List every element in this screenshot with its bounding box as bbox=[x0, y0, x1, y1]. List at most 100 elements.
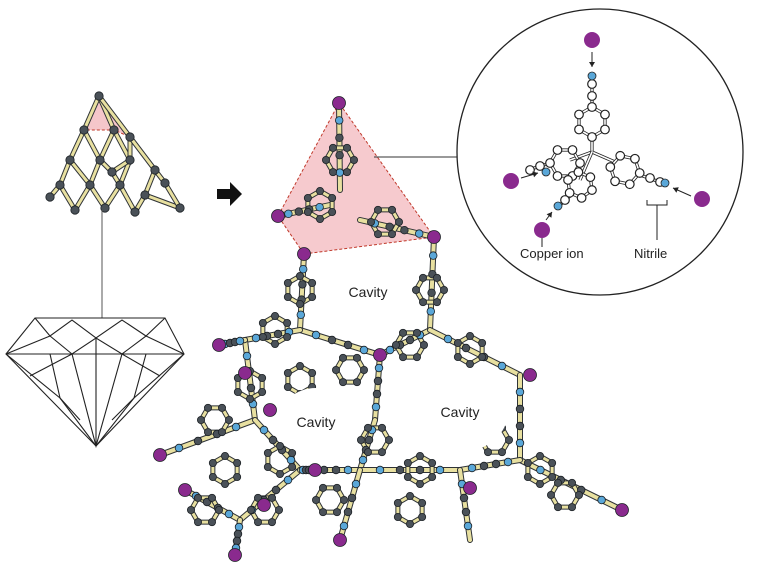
chain-atom bbox=[597, 495, 606, 505]
chain-atom bbox=[335, 133, 344, 142]
cavity-label-left: Cavity bbox=[297, 414, 336, 430]
carbon-atom bbox=[453, 352, 462, 361]
carbon-atom bbox=[295, 361, 304, 370]
chain-atom bbox=[268, 435, 278, 445]
chain-atom bbox=[343, 340, 353, 350]
chain-atom bbox=[385, 222, 394, 231]
chain-atom bbox=[273, 329, 283, 339]
inset-atom bbox=[575, 158, 585, 168]
inset-atom bbox=[574, 124, 584, 135]
arrowhead-icon bbox=[546, 212, 552, 218]
carbon-atom bbox=[258, 332, 267, 341]
carbon-atom bbox=[332, 483, 341, 492]
copper-atom bbox=[238, 366, 252, 380]
carbon-atom bbox=[193, 493, 202, 502]
carbon-atom bbox=[439, 285, 448, 294]
lattice-atom bbox=[160, 178, 170, 188]
nitrogen-atom bbox=[541, 167, 551, 177]
carbon-atom bbox=[568, 503, 577, 512]
carbon-atom bbox=[321, 155, 330, 164]
carbon-atom bbox=[536, 479, 545, 488]
carbon-atom bbox=[318, 508, 327, 517]
carbon-atom bbox=[373, 205, 382, 214]
bond bbox=[73, 183, 92, 212]
chain-atom bbox=[232, 536, 242, 546]
lattice-bonds bbox=[47, 93, 183, 215]
carbon-atom bbox=[453, 338, 462, 347]
chain-atom bbox=[515, 404, 525, 414]
copper-atom bbox=[263, 403, 277, 417]
carbon-atom bbox=[258, 387, 267, 396]
chain-atom bbox=[351, 479, 361, 489]
chain-atom bbox=[296, 310, 305, 319]
carbon-atom bbox=[415, 451, 424, 460]
carbon-atom bbox=[214, 505, 223, 514]
carbon-atom bbox=[295, 299, 304, 308]
carbon-atom bbox=[377, 448, 386, 457]
lattice-atom bbox=[70, 205, 80, 215]
chain-atom bbox=[515, 387, 525, 397]
carbon-atom bbox=[432, 273, 441, 282]
inset-atom bbox=[615, 150, 626, 161]
carbon-atom bbox=[217, 403, 226, 412]
bond bbox=[58, 183, 77, 212]
carbon-atom bbox=[418, 498, 427, 507]
chain-atom bbox=[327, 335, 337, 345]
chain-atom bbox=[364, 435, 374, 445]
nitrogen-atom bbox=[553, 201, 563, 211]
chain-atom bbox=[459, 493, 469, 503]
bond bbox=[82, 128, 102, 162]
nitrile-bracket bbox=[646, 200, 668, 240]
bond bbox=[82, 94, 101, 132]
carbon-atom bbox=[283, 292, 292, 301]
carbon-atom bbox=[207, 493, 216, 502]
carbon-atom bbox=[418, 273, 427, 282]
carbon-atom bbox=[193, 518, 202, 527]
carbon-atom bbox=[295, 271, 304, 280]
carbon-atom bbox=[419, 340, 428, 349]
carbon-atom bbox=[523, 472, 532, 481]
carbon-atom bbox=[349, 155, 358, 164]
chain-atom bbox=[343, 507, 353, 517]
carbon-atom bbox=[308, 368, 317, 377]
inset-atom bbox=[545, 158, 555, 168]
carbon-atom bbox=[412, 328, 421, 337]
carbon-atom bbox=[363, 423, 372, 432]
carbon-atom bbox=[328, 143, 337, 152]
carbon-atom bbox=[339, 495, 348, 504]
chain-atom bbox=[315, 202, 324, 212]
carbon-atom bbox=[338, 353, 347, 362]
carbon-atom bbox=[497, 448, 506, 457]
bond bbox=[98, 128, 116, 162]
copper-atom bbox=[228, 548, 242, 562]
chain-atom bbox=[286, 455, 296, 465]
chain-atom bbox=[284, 209, 293, 218]
chain-atom bbox=[251, 333, 261, 343]
chain-atom bbox=[435, 465, 445, 475]
chain-atom bbox=[463, 521, 473, 531]
copper-atom bbox=[463, 481, 477, 495]
carbon-atom bbox=[288, 448, 297, 457]
inset-atom bbox=[600, 124, 610, 135]
chain-atom bbox=[311, 330, 321, 340]
carbon-atom bbox=[342, 143, 351, 152]
cavity-label-top: Cavity bbox=[349, 284, 388, 300]
carbon-atom bbox=[220, 479, 229, 488]
carbon-atom bbox=[217, 428, 226, 437]
carbon-atom bbox=[274, 505, 283, 514]
lattice-atoms bbox=[45, 91, 185, 217]
carbon-atom bbox=[384, 435, 393, 444]
chain-atom bbox=[283, 475, 293, 485]
carbon-atom bbox=[270, 311, 279, 320]
copper-atom bbox=[523, 368, 537, 382]
chain-atom bbox=[235, 336, 245, 346]
carbon-atom bbox=[263, 448, 272, 457]
carbon-atom bbox=[328, 168, 337, 177]
lattice-atom bbox=[45, 192, 55, 202]
carbon-atom bbox=[398, 328, 407, 337]
carbon-atom bbox=[403, 472, 412, 481]
carbon-atom bbox=[233, 387, 242, 396]
inset-atom bbox=[600, 109, 610, 120]
chain-atom bbox=[233, 529, 243, 539]
